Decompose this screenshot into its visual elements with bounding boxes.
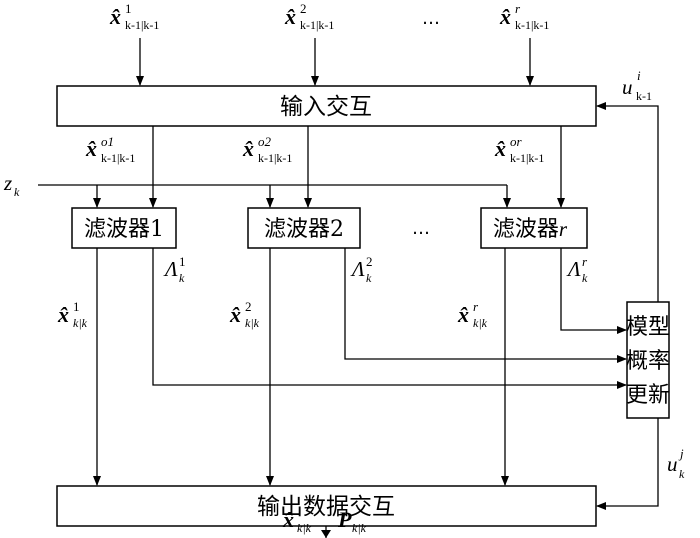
input-interaction-label: 输入交互	[280, 94, 372, 120]
arrow-prob-feedback	[596, 102, 659, 302]
svg-text:k-1|k-1: k-1|k-1	[515, 18, 549, 32]
output-arrowhead	[321, 530, 331, 538]
label-state-1: x̂ 1 k|k	[57, 299, 88, 330]
label-input-1: x̂ 1 k-1|k-1	[109, 1, 159, 32]
svg-text:u: u	[667, 452, 678, 476]
arrow-likelihood-1	[152, 248, 627, 389]
filter-1-label: 滤波器1	[84, 217, 164, 242]
svg-text:j: j	[678, 446, 684, 461]
label-mixed-2: x̂ o2 k-1|k-1	[242, 134, 292, 165]
filter-2-block	[247, 207, 361, 249]
svg-text:x̂: x̂	[109, 4, 121, 29]
svg-text:x̂: x̂	[499, 4, 511, 29]
svg-text:k: k	[14, 185, 20, 199]
svg-text:r: r	[515, 1, 521, 16]
svg-text:x̂: x̂	[242, 136, 254, 161]
svg-text:Λ: Λ	[163, 257, 178, 281]
filter-r-label: 滤波器r	[493, 217, 568, 242]
svg-text:x̂: x̂	[457, 302, 469, 327]
svg-text:k: k	[582, 271, 588, 285]
svg-text:2: 2	[245, 299, 252, 314]
svg-text:k: k	[179, 271, 185, 285]
svg-text:z: z	[3, 171, 12, 195]
svg-text:r: r	[473, 299, 479, 314]
filter-2-label: 滤波器2	[264, 217, 344, 242]
model-update-line-1: 模型	[626, 315, 670, 340]
svg-text:1: 1	[125, 1, 132, 16]
svg-text:k-1|k-1: k-1|k-1	[125, 18, 159, 32]
ellipsis-filters: …	[412, 218, 430, 239]
svg-text:u: u	[622, 75, 633, 99]
svg-text:k-1|k-1: k-1|k-1	[510, 151, 544, 165]
filter-1-block	[71, 207, 177, 249]
svg-text:x̂: x̂	[494, 136, 506, 161]
svg-text:k|k: k|k	[352, 521, 367, 535]
svg-text:x̂: x̂	[85, 136, 97, 161]
svg-text:k|k: k|k	[473, 316, 488, 330]
arrow-likelihood-r	[560, 248, 627, 334]
label-mixed-1: x̂ o1 k-1|k-1	[85, 134, 135, 165]
svg-text:1: 1	[179, 254, 186, 269]
label-output-state: x̂ k|k	[282, 507, 312, 535]
svg-text:P: P	[337, 507, 352, 532]
svg-text:k: k	[366, 271, 372, 285]
label-likelihood-2: Λ 2 k	[350, 254, 373, 285]
svg-text:o1: o1	[101, 134, 114, 149]
svg-text:or: or	[510, 134, 523, 149]
label-state-2: x̂ 2 k|k	[229, 299, 260, 330]
svg-text:x̂: x̂	[282, 507, 294, 532]
model-update-line-2: 概率	[626, 349, 670, 374]
model-probability-update-block	[626, 301, 670, 419]
svg-text:k-1: k-1	[636, 89, 652, 103]
svg-text:x̂: x̂	[229, 302, 241, 327]
svg-text:k-1|k-1: k-1|k-1	[300, 18, 334, 32]
ellipsis-inputs: …	[422, 8, 440, 29]
label-state-r: x̂ r k|k	[457, 299, 488, 330]
label-measurement: z k	[3, 171, 20, 199]
svg-text:2: 2	[300, 1, 307, 16]
output-interaction-label: 输出数据交互	[257, 494, 395, 520]
svg-text:k|k: k|k	[297, 521, 312, 535]
svg-text:k-1|k-1: k-1|k-1	[101, 151, 135, 165]
filter-r-block	[480, 207, 588, 249]
svg-text:k|k: k|k	[73, 316, 88, 330]
svg-text:r: r	[582, 254, 588, 269]
svg-text:Λ: Λ	[350, 257, 365, 281]
label-likelihood-r: Λ r k	[566, 254, 588, 285]
svg-text:x̂: x̂	[57, 302, 69, 327]
input-interaction-block	[56, 85, 597, 127]
svg-text:1: 1	[73, 299, 80, 314]
output-interaction-block	[56, 485, 597, 527]
svg-text:i: i	[637, 68, 641, 83]
label-likelihood-1: Λ 1 k	[163, 254, 186, 285]
label-prob-prev: u i k-1	[622, 68, 652, 103]
label-output-covariance: P k|k	[337, 507, 367, 535]
svg-text:k|k: k|k	[245, 316, 260, 330]
label-input-2: x̂ 2 k-1|k-1	[284, 1, 334, 32]
arrow-prob-output	[596, 418, 659, 510]
svg-text:o2: o2	[258, 134, 272, 149]
svg-text:k-1|k-1: k-1|k-1	[258, 151, 292, 165]
svg-text:2: 2	[366, 254, 373, 269]
label-mixed-r: x̂ or k-1|k-1	[494, 134, 544, 165]
label-prob-curr: u j k	[667, 446, 685, 481]
svg-text:k: k	[679, 467, 685, 481]
model-update-line-3: 更新	[626, 383, 670, 408]
svg-text:Λ: Λ	[566, 257, 581, 281]
arrow-likelihood-2	[344, 248, 627, 363]
svg-text:x̂: x̂	[284, 4, 296, 29]
label-input-r: x̂ r k-1|k-1	[499, 1, 549, 32]
